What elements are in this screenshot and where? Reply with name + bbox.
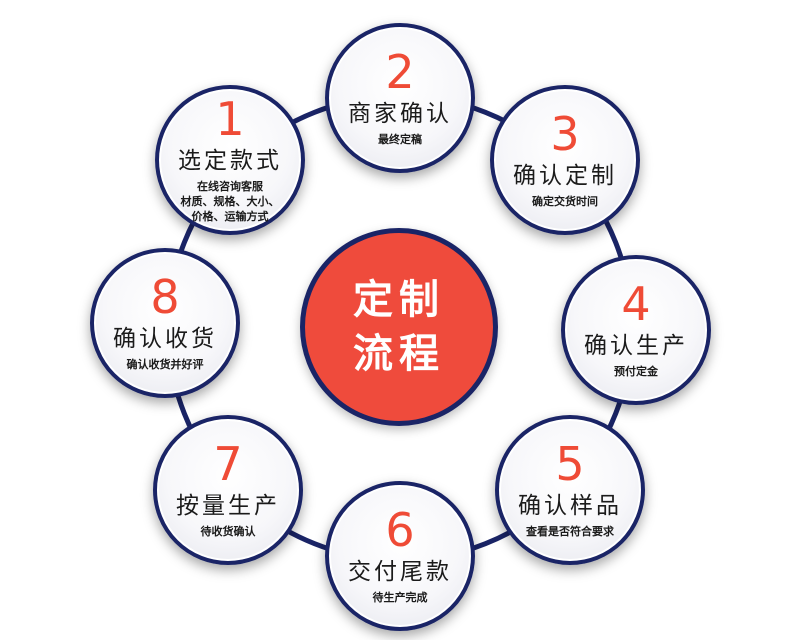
step-2-node: 2 商家确认 最终定稿 bbox=[325, 23, 475, 173]
step-7-description: 待收货确认 bbox=[200, 525, 256, 538]
step-8-title: 确认收货 bbox=[113, 326, 217, 352]
step-6-node: 6 交付尾款 待生产完成 bbox=[325, 481, 475, 631]
center-hub: 定制 流程 bbox=[300, 228, 498, 426]
step-1-description: 在线咨询客服 材质、规格、大小、 价格、运输方式 bbox=[180, 180, 280, 223]
step-4-node: 4 确认生产 预付定金 bbox=[561, 255, 711, 405]
step-5-title: 确认样品 bbox=[518, 493, 622, 519]
step-1-number: 1 bbox=[215, 92, 245, 146]
step-6-description: 待生产完成 bbox=[372, 591, 428, 604]
step-3-node: 3 确认定制 确定交货时间 bbox=[490, 85, 640, 235]
step-2-description: 最终定稿 bbox=[378, 133, 422, 146]
step-1-node: 1 选定款式 在线咨询客服 材质、规格、大小、 价格、运输方式 bbox=[155, 85, 305, 235]
step-1-title: 选定款式 bbox=[178, 148, 282, 174]
step-3-title: 确认定制 bbox=[513, 163, 617, 189]
step-4-description: 预付定金 bbox=[614, 365, 658, 378]
step-8-number: 8 bbox=[150, 270, 180, 324]
step-4-number: 4 bbox=[621, 277, 651, 331]
step-2-number: 2 bbox=[385, 45, 415, 99]
step-4-title: 确认生产 bbox=[584, 333, 688, 359]
step-2-title: 商家确认 bbox=[348, 101, 452, 127]
step-3-description: 确定交货时间 bbox=[532, 195, 598, 208]
step-5-description: 查看是否符合要求 bbox=[526, 525, 614, 538]
step-6-title: 交付尾款 bbox=[348, 559, 452, 585]
step-8-node: 8 确认收货 确认收货并好评 bbox=[90, 248, 240, 398]
center-title-line1: 定制 bbox=[353, 277, 445, 323]
step-6-number: 6 bbox=[385, 503, 415, 557]
step-7-node: 7 按量生产 待收货确认 bbox=[153, 415, 303, 565]
step-7-number: 7 bbox=[213, 437, 243, 491]
center-title-line2: 流程 bbox=[353, 331, 445, 377]
step-3-number: 3 bbox=[550, 107, 580, 161]
step-5-node: 5 确认样品 查看是否符合要求 bbox=[495, 415, 645, 565]
step-5-number: 5 bbox=[555, 437, 585, 491]
step-7-title: 按量生产 bbox=[176, 493, 280, 519]
step-8-description: 确认收货并好评 bbox=[126, 358, 204, 371]
